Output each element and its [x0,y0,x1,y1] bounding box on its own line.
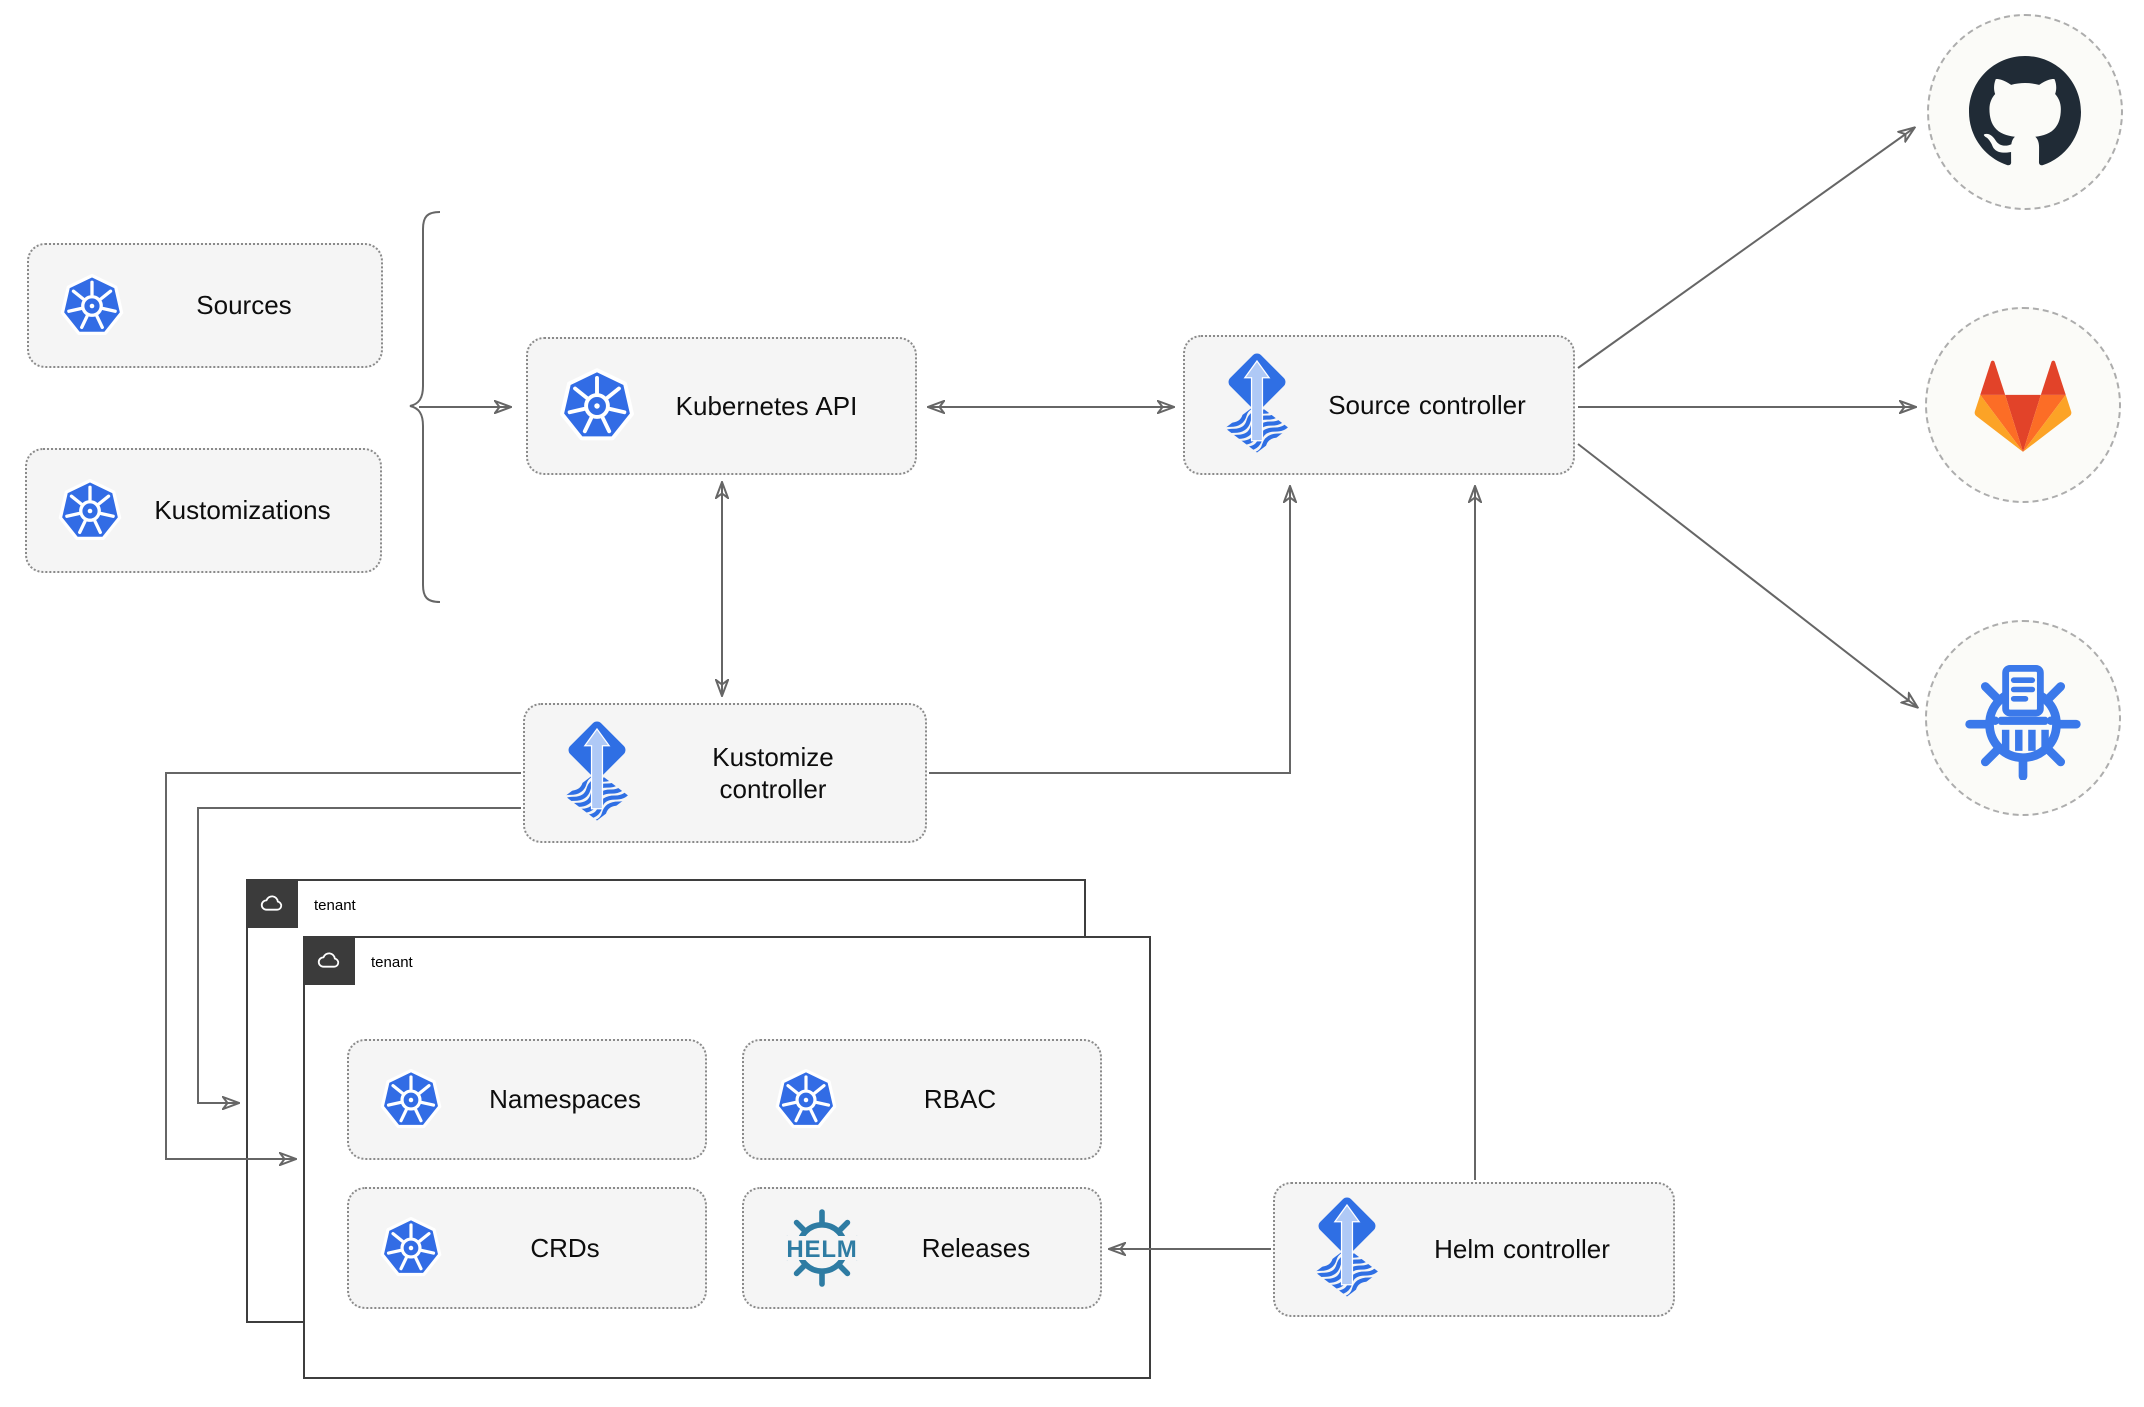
node-crds-label: CRDs [530,1232,600,1263]
tenant-label: tenant [371,954,413,971]
node-kustomize-controller: Kustomize controller [523,703,927,843]
kubernetes-icon [775,1068,837,1128]
node-namespaces-label: Namespaces [489,1084,641,1115]
kubernetes-icon [58,478,122,540]
tenant-group-inner: tenant Namespaces RBAC CRDs HELM Release… [303,936,1151,1379]
external-github [1927,14,2123,210]
node-helm-controller-label: Helm controller [1434,1234,1610,1265]
helm-icon: HELM [774,1208,870,1288]
edge-source-to-github [1577,128,1914,369]
kubernetes-icon [60,273,124,335]
node-kustomizations: Kustomizations [25,448,382,573]
flux-icon [1305,1194,1389,1305]
node-rbac: RBAC [742,1039,1102,1160]
node-releases: HELM Releases [742,1187,1102,1309]
node-kustomizations-label: Kustomizations [154,495,331,526]
flux-icon [555,718,639,829]
tenant-header [303,936,355,985]
edge-kustomize-to-source [929,487,1290,774]
node-sources-label: Sources [196,290,292,321]
github-icon [1969,56,2081,166]
node-source-controller: Source controller [1183,335,1575,475]
node-helm-controller: Helm controller [1273,1182,1675,1317]
edge-source-to-chartmuseum [1577,443,1917,707]
node-kubernetes-api-label: Kubernetes API [675,390,858,421]
node-source-controller-label: Source controller [1328,389,1526,420]
node-namespaces: Namespaces [347,1039,707,1160]
node-kustomize-controller-label: Kustomize controller [712,741,834,805]
cloud-icon [317,952,340,968]
chartmuseum-icon [1961,656,2085,780]
kubernetes-icon [380,1068,442,1128]
node-rbac-label: RBAC [923,1084,997,1115]
node-sources: Sources [27,243,383,368]
cloud-icon [260,895,283,911]
flux-icon [1215,350,1299,461]
node-crds: CRDs [347,1187,707,1309]
brace-sources-group [409,211,441,603]
gitlab-icon [1974,360,2072,452]
kubernetes-icon [380,1216,442,1277]
tenant-header [246,879,298,928]
external-chartmuseum [1925,620,2121,816]
kubernetes-icon [560,368,634,441]
node-kubernetes-api: Kubernetes API [526,337,917,475]
external-gitlab [1925,307,2121,503]
tenant-label: tenant [314,897,356,914]
node-releases-label: Releases [921,1232,1031,1263]
helm-wordmark: HELM [786,1236,857,1263]
